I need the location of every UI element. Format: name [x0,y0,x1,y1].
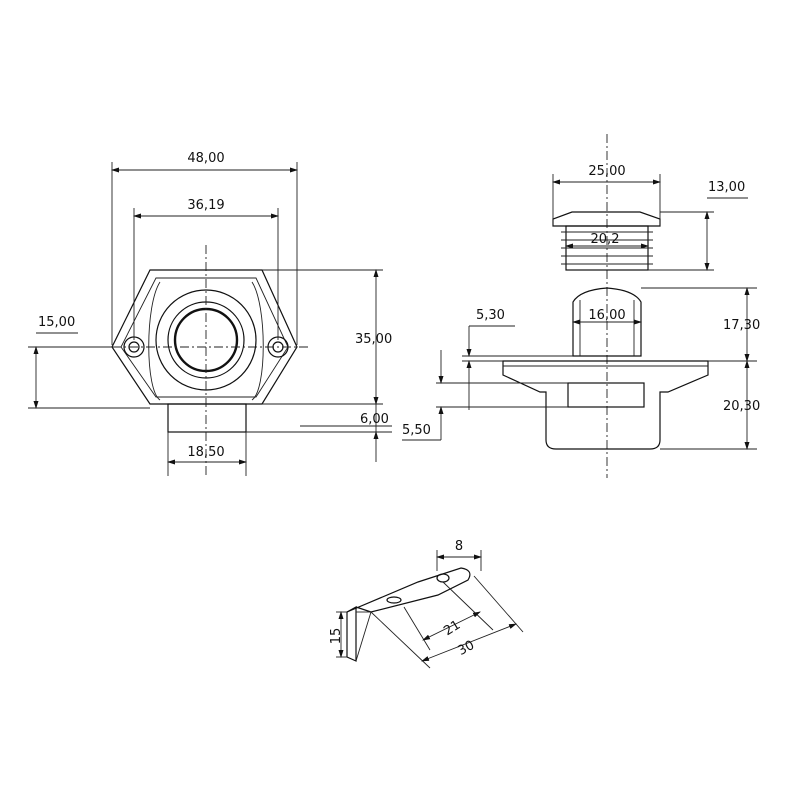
front-body-left [148,281,161,401]
dim-hole-offset: 15,00 [38,315,75,330]
bracket-hole [436,573,450,583]
side-button [572,287,642,357]
front-view: 48,00 36,19 35,00 15,00 6,00 18,50 [28,151,392,478]
side-slot [567,382,645,408]
dim-flange-height: 13,00 [708,180,745,195]
dim-front-width: 48,00 [187,151,224,166]
bracket-slot [386,596,402,604]
side-view: 25,00 13,00 20,2 16,00 17,30 20,30 5,30 [402,134,760,478]
dim-upper-height: 17,30 [723,318,760,333]
dim-lower-height: 20,30 [723,399,760,414]
dim-bottom-thickness: 6,00 [360,412,389,427]
dim-bracket-length-a: 21 [441,618,463,639]
dim-hole-spacing: 36,19 [187,198,224,213]
bracket-vertical-plate [346,605,357,662]
front-body-right [251,281,264,401]
dim-bottom-width: 18,50 [187,445,224,460]
dim-front-height: 35,00 [355,332,392,347]
dim-flange-diameter: 25,00 [588,164,625,179]
bracket-top-plate [346,567,471,613]
side-body [502,360,709,450]
dim-bracket-length-b: 30 [455,638,477,659]
dim-thread-diameter: 20,2 [591,232,620,247]
dim-lower-offset: 5,50 [402,423,431,438]
dim-button-diameter: 16,00 [588,308,625,323]
side-flange [552,211,661,227]
dim-bracket-width: 8 [455,539,463,554]
bracket-view: 8 15 21 30 [329,539,524,669]
dim-bracket-height: 15 [329,628,344,645]
dim-button-offset: 5,30 [476,308,505,323]
front-stem [167,403,247,433]
